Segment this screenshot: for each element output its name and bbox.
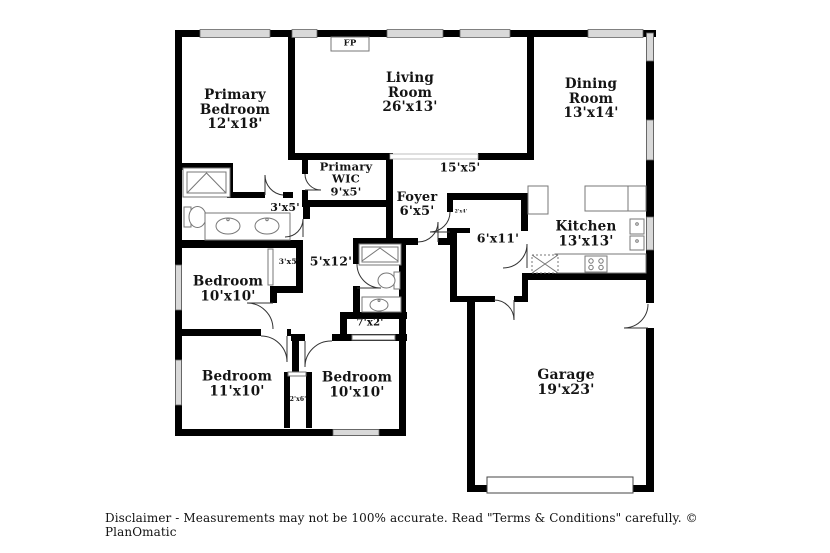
room-label-bedroom-middle: Bedroom 10'x10': [192, 273, 264, 304]
room-label-kitchen: Kitchen 13'x13': [555, 218, 617, 249]
label-closet-7x2: 7'x2': [356, 317, 384, 329]
label-fireplace: FP: [343, 38, 357, 49]
room-dims: 13'x14': [563, 105, 619, 122]
room-dims: 26'x13': [382, 99, 438, 116]
windows: [175, 29, 654, 436]
label-hall-3x5-upper: 3'x5': [270, 201, 300, 215]
label-hall-5x12: 5'x12': [309, 253, 353, 269]
room-label-garage: Garage 19'x23': [537, 366, 595, 398]
room-label-bedroom-bottom-left: Bedroom 11'x10': [201, 368, 273, 399]
primary-bath-shower: [182, 167, 231, 198]
kitchen-pantry-box: [531, 254, 559, 274]
hall-bath-toilet: [377, 271, 401, 290]
room-dims: 11'x10': [209, 383, 265, 399]
primary-bath-vanity: [204, 212, 291, 241]
room-label-primary-wic: Primary WIC 9'x5': [316, 160, 376, 197]
room-label-dining-room: Dining Room 13'x14': [563, 76, 619, 122]
disclaimer-text: Disclaimer - Measurements may not be 100…: [105, 511, 698, 539]
room-dims: 12'x18': [207, 116, 263, 133]
kitchen-fridge: [527, 185, 549, 215]
room-dims: 10'x10': [200, 288, 256, 304]
garage-side-door-gap: [645, 303, 655, 328]
primary-bath-toilet: [183, 206, 207, 228]
room-label-foyer: Foyer 6'x5': [396, 189, 438, 219]
fireplace-box: [330, 36, 370, 52]
room-label-primary-bedroom: Primary Bedroom 12'x18': [199, 87, 271, 133]
hall-bath-sink: [361, 296, 402, 313]
kitchen-sink: [629, 218, 645, 251]
fixtures: [182, 36, 655, 494]
closet-door-slabs: [267, 153, 479, 377]
room-dims: 10'x10': [329, 384, 385, 400]
door-swings: [246, 173, 649, 368]
label-hall-15x5: 15'x5': [439, 160, 481, 175]
label-entry-closet-2x4: 2'x4': [454, 209, 468, 215]
room-dims: 13'x13': [558, 233, 614, 249]
hall-bath-shower: [358, 243, 402, 266]
room-label-living-room: Living Room 26'x13': [382, 70, 438, 116]
kitchen-stove: [584, 255, 608, 273]
room-dims: 6'x5': [399, 204, 435, 219]
room-label-bedroom-bottom-middle: Bedroom 10'x10': [321, 369, 393, 400]
room-dims: 19'x23': [537, 382, 595, 398]
label-closet-3x5: 3'x5': [278, 256, 300, 266]
label-utility-6x11: 6'x11': [476, 230, 520, 246]
garage-door: [486, 476, 634, 494]
room-dims: 9'x5': [330, 184, 362, 199]
label-closet-2x6: 2'x6': [289, 395, 307, 403]
